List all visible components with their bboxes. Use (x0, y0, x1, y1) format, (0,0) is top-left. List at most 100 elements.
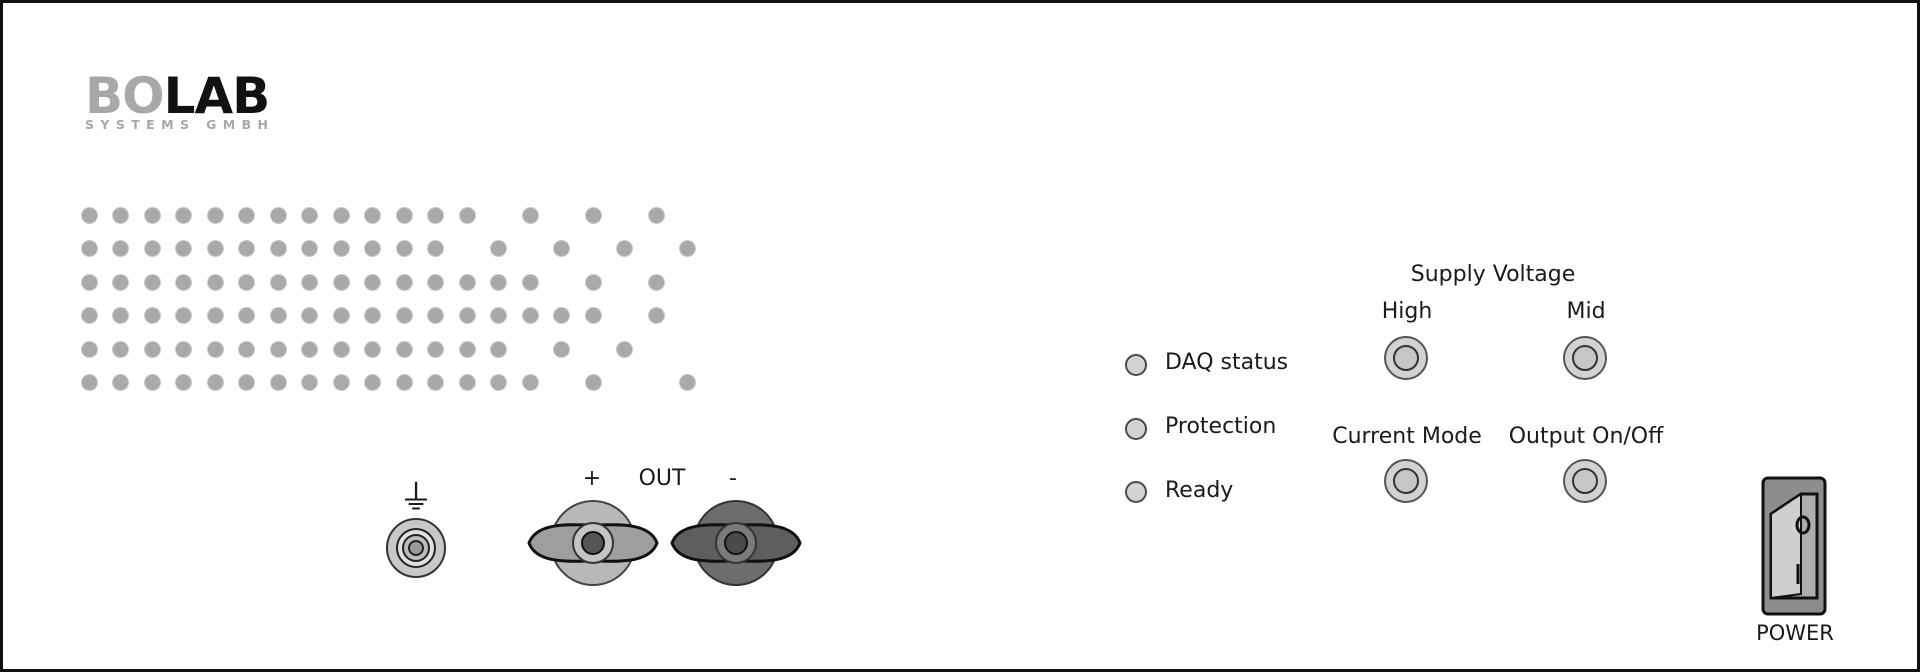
vent-hole (270, 375, 286, 390)
vent-hole (491, 241, 506, 256)
vent-hole (428, 207, 443, 223)
vent-hole (270, 341, 286, 357)
vent-hole (554, 341, 569, 357)
vent-hole (333, 341, 349, 357)
vent-hole (365, 341, 380, 357)
logo-subtitle: SYSTEMS GMBH (85, 117, 275, 132)
vent-hole (176, 341, 191, 357)
vent-hole (333, 375, 349, 390)
power-switch[interactable] (1761, 476, 1829, 618)
vent-hole (459, 274, 475, 290)
vent-hole (81, 274, 97, 290)
vent-hole (176, 375, 191, 390)
supply-high-button[interactable] (1384, 336, 1428, 380)
vent-hole (302, 375, 317, 390)
vent-hole (491, 308, 506, 323)
vent-hole (207, 274, 223, 290)
vent-hole (144, 207, 160, 223)
vent-hole (207, 375, 223, 390)
ground-jack[interactable] (383, 515, 449, 581)
vent-hole (333, 207, 349, 223)
vent-hole (428, 308, 443, 323)
vent-hole (144, 375, 160, 390)
vent-hole (554, 308, 569, 323)
vent-hole (113, 375, 128, 390)
vent-hole (81, 207, 97, 223)
vent-hole (113, 274, 128, 290)
output-onoff-button[interactable] (1563, 459, 1607, 503)
power-label: POWER (1756, 621, 1834, 645)
vent-hole (365, 375, 380, 390)
output-plus-terminal[interactable] (523, 497, 663, 591)
protection-led (1125, 418, 1147, 440)
vent-hole (207, 241, 223, 256)
daq-status-label: DAQ status (1165, 350, 1289, 375)
vent-hole (459, 341, 475, 357)
vent-hole (648, 274, 664, 290)
vent-hole (585, 274, 601, 290)
vent-hole (239, 375, 254, 390)
vent-hole (396, 207, 412, 223)
current-mode-button[interactable] (1384, 459, 1428, 503)
vent-hole (113, 308, 128, 323)
vent-hole (491, 341, 506, 357)
supply-mid-label: Mid (1566, 299, 1606, 324)
output-minus-terminal[interactable] (666, 497, 806, 591)
vent-hole (522, 375, 538, 390)
vent-hole (396, 241, 412, 256)
vent-hole (585, 308, 601, 323)
vent-hole (554, 241, 569, 256)
vent-hole (144, 241, 160, 256)
vent-hole (81, 241, 97, 256)
ready-led (1125, 481, 1147, 503)
ground-symbol-icon: ⏚ (399, 478, 433, 518)
vent-hole (459, 207, 475, 223)
supply-high-label: High (1381, 299, 1433, 324)
vent-hole (522, 274, 538, 290)
vent-hole (302, 341, 317, 357)
vent-hole (176, 207, 191, 223)
vent-hole (270, 274, 286, 290)
vent-hole (81, 308, 97, 323)
vent-hole (396, 274, 412, 290)
vent-hole (302, 241, 317, 256)
vent-hole (459, 375, 475, 390)
vent-hole (144, 274, 160, 290)
vent-hole (239, 207, 254, 223)
vent-hole (333, 241, 349, 256)
vent-hole (144, 308, 160, 323)
vent-hole (207, 308, 223, 323)
vent-hole (270, 207, 286, 223)
vent-hole (428, 241, 443, 256)
supply-mid-button[interactable] (1563, 336, 1607, 380)
vent-hole (491, 375, 506, 390)
vent-hole (302, 308, 317, 323)
vent-hole (585, 207, 601, 223)
logo-word-part1: BO (85, 67, 165, 125)
vent-hole (365, 308, 380, 323)
vent-hole (144, 341, 160, 357)
power-switch-off-mark (1795, 515, 1811, 535)
vent-hole (585, 375, 601, 390)
vent-hole (113, 241, 128, 256)
protection-label: Protection (1165, 414, 1277, 439)
vent-hole (365, 241, 380, 256)
vent-hole (522, 207, 538, 223)
out-plus-label: + (582, 466, 602, 491)
vent-hole (459, 308, 475, 323)
vent-hole (113, 207, 128, 223)
vent-hole (113, 341, 128, 357)
logo-wordmark: BOLAB (85, 71, 270, 121)
vent-hole (176, 274, 191, 290)
vent-hole (333, 274, 349, 290)
vent-hole (680, 375, 695, 390)
vent-hole (491, 274, 506, 290)
vent-hole (428, 375, 443, 390)
vent-hole (648, 207, 664, 223)
out-minus-label: - (729, 466, 737, 491)
daq-status-led (1125, 354, 1147, 376)
vent-hole (176, 308, 191, 323)
vent-hole (239, 308, 254, 323)
vent-hole (617, 341, 632, 357)
